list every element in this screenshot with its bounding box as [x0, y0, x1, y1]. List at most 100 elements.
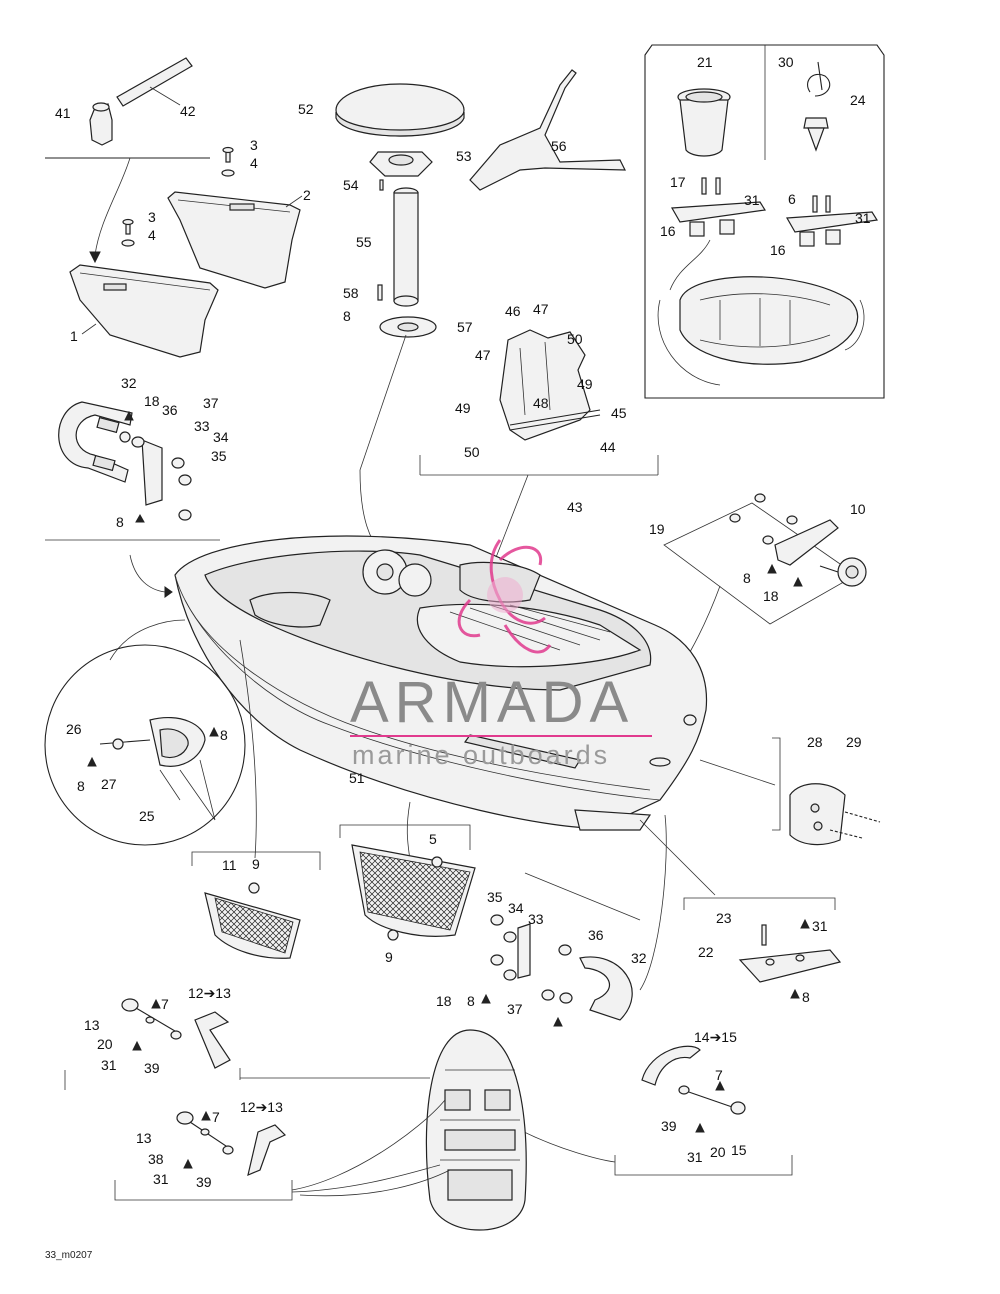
callout-8f: 8 [802, 989, 810, 1005]
callout-12-13b: 12➔13 [240, 1099, 283, 1115]
table-pedestal-group [335, 83, 465, 561]
callout-39b: 39 [196, 1174, 212, 1190]
callout-49b: 49 [455, 400, 471, 416]
callout-50a: 50 [567, 331, 583, 347]
bin-1 [69, 264, 219, 358]
callout-39c: 39 [661, 1118, 677, 1134]
callout-58-8: 8 [343, 308, 351, 324]
watermark-subtitle: marine outboards [352, 740, 610, 770]
callout-58: 58 [343, 285, 359, 301]
callout-7c: 7 [715, 1067, 723, 1083]
callout-20a: 20 [97, 1036, 113, 1052]
bin-2 [167, 191, 301, 289]
callout-3a: 3 [250, 137, 258, 153]
callout-9b: 9 [385, 949, 393, 965]
inset-cleats-cupholder [644, 44, 885, 399]
callout-5: 5 [429, 831, 437, 847]
handle-part [89, 102, 113, 146]
callout-31b: 31 [855, 210, 871, 226]
callout-33b: 33 [528, 911, 544, 927]
callout-34a: 34 [213, 429, 229, 445]
callout-2: 2 [303, 187, 311, 203]
boarding-handle-lower [481, 872, 641, 1027]
callout-11: 11 [222, 857, 237, 873]
callout-8a: 8 [116, 514, 124, 530]
callout-32a: 32 [121, 375, 137, 391]
callout-31a: 31 [744, 192, 760, 208]
callout-28: 28 [807, 734, 823, 750]
callout-36a: 36 [162, 402, 178, 418]
armada-watermark: ARMADA marine outboards [350, 539, 652, 770]
callout-39a: 39 [144, 1060, 160, 1076]
callout-41: 41 [55, 105, 71, 121]
boarding-handle-group [45, 401, 220, 598]
callout-31d: 31 [101, 1057, 117, 1073]
callout-52: 52 [298, 101, 314, 117]
callout-55: 55 [356, 234, 372, 250]
callout-44: 44 [600, 439, 616, 455]
mount-plate-group [419, 329, 659, 561]
callout-45: 45 [611, 405, 627, 421]
callout-32b: 32 [631, 950, 647, 966]
callout-6: 6 [788, 191, 796, 207]
callout-33a: 33 [194, 418, 210, 434]
callout-48: 48 [533, 395, 549, 411]
callout-31e: 31 [153, 1171, 169, 1187]
callout-43: 43 [567, 499, 583, 515]
callout-35b: 35 [487, 889, 503, 905]
callout-18a: 18 [144, 393, 160, 409]
callout-22: 22 [698, 944, 714, 960]
storage-net-left [191, 851, 321, 959]
support-bracket [469, 69, 626, 191]
callout-7b: 7 [212, 1109, 220, 1125]
grab-handle-lower-left-a [64, 998, 231, 1090]
callout-30: 30 [778, 54, 794, 70]
callout-47a: 47 [533, 301, 549, 317]
callout-7a: 7 [161, 996, 169, 1012]
callout-37a: 37 [203, 395, 219, 411]
callout-16a: 16 [660, 223, 676, 239]
detail-inset-circle [44, 644, 246, 846]
callout-18b: 18 [763, 588, 779, 604]
callout-20b: 20 [710, 1144, 726, 1160]
callout-16b: 16 [770, 242, 786, 258]
callout-37b: 37 [507, 1001, 523, 1017]
callout-34b: 34 [508, 900, 524, 916]
callout-9a: 9 [252, 856, 260, 872]
callout-17: 17 [670, 174, 686, 190]
callout-54: 54 [343, 177, 359, 193]
callout-15: 15 [731, 1142, 747, 1158]
callout-38: 38 [148, 1151, 164, 1167]
callout-42: 42 [180, 103, 196, 119]
callout-14-15: 14➔15 [694, 1029, 737, 1045]
callout-4a: 4 [250, 155, 258, 171]
roller-bracket-group [772, 737, 881, 846]
callout-23: 23 [716, 910, 732, 926]
watermark-title: ARMADA [350, 670, 634, 735]
callout-57: 57 [457, 319, 473, 335]
callout-labels: 41 42 52 53 54 55 56 57 58 8 3 4 2 3 4 1… [45, 54, 871, 1261]
callout-49a: 49 [577, 376, 593, 392]
callout-24: 24 [850, 92, 866, 108]
callout-1: 1 [70, 328, 78, 344]
callout-35a: 35 [211, 448, 227, 464]
callout-50b: 50 [464, 444, 480, 460]
boat-hull [174, 535, 708, 831]
callout-27: 27 [101, 776, 117, 792]
callout-31f: 31 [687, 1149, 703, 1165]
armada-logo-icon [457, 539, 552, 654]
callout-46: 46 [505, 303, 521, 319]
reference-code: 33_m0207 [45, 1250, 93, 1261]
cleat-lower-right [683, 897, 842, 999]
callout-19: 19 [649, 521, 665, 537]
callout-8b: 8 [743, 570, 751, 586]
storage-bins-group [45, 57, 303, 358]
boat-top-view [291, 1029, 527, 1231]
callout-4b: 4 [148, 227, 156, 243]
storage-net-center [339, 824, 476, 941]
callout-21: 21 [697, 54, 713, 70]
grab-handle-lower-left-b [114, 1068, 430, 1201]
callout-3b: 3 [148, 209, 156, 225]
callout-51: 51 [349, 770, 365, 786]
